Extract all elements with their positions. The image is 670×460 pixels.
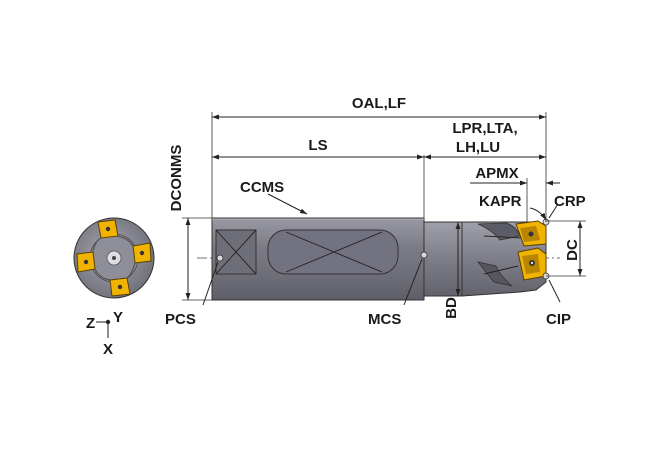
dim-dc: DC	[546, 220, 586, 277]
leader-pcs: PCS	[165, 261, 219, 328]
pcs-point	[216, 254, 224, 262]
label-pcs: PCS	[165, 311, 196, 328]
insert-upper	[515, 220, 547, 247]
dim-cip: CIP	[546, 279, 571, 328]
label-ccms: CCMS	[240, 179, 284, 196]
coordinate-axes: Z Y X	[86, 309, 123, 358]
axis-y-label: Y	[113, 309, 123, 326]
label-apmx: APMX	[475, 165, 518, 182]
mcs-point	[420, 251, 428, 259]
end-view-chip-pocket	[126, 262, 136, 279]
label-bd: BD	[443, 297, 460, 319]
dim-ls: LS	[212, 137, 424, 160]
shank-flat-small	[215, 229, 257, 275]
axis-x-label: X	[103, 341, 113, 358]
dim-bd: BD	[443, 222, 461, 319]
shank-flat-long	[267, 229, 399, 275]
dim-dconms: DCONMS	[168, 145, 212, 301]
label-crp: CRP	[554, 193, 586, 210]
label-ls: LS	[308, 137, 327, 154]
end-view-chip-pocket	[94, 268, 111, 281]
label-cip: CIP	[546, 311, 571, 328]
leader-mcs: MCS	[368, 258, 423, 328]
label-lpr-lta: LPR,LTA,	[452, 120, 517, 137]
label-dconms: DCONMS	[168, 145, 185, 212]
label-lh-lu: LH,LU	[456, 139, 500, 156]
end-view-chip-pocket	[92, 237, 102, 253]
end-view-insert-left	[76, 251, 96, 273]
label-dc: DC	[564, 239, 581, 261]
insert-lower	[517, 247, 547, 281]
leader-ccms: CCMS	[240, 179, 308, 215]
dim-kapr: KAPR	[479, 193, 547, 221]
dim-crp: CRP	[548, 193, 586, 219]
label-kapr: KAPR	[479, 193, 522, 210]
end-view	[73, 217, 155, 299]
label-mcs: MCS	[368, 311, 401, 328]
end-view-insert-top	[97, 219, 119, 239]
end-view-center-dot	[112, 256, 116, 260]
dim-oal: OAL,LF	[212, 95, 546, 120]
end-view-chip-pocket	[116, 235, 134, 247]
dim-apmx: APMX	[470, 165, 560, 186]
axis-z-label: Z	[86, 315, 95, 332]
dim-lpr: LPR,LTA, LH,LU	[424, 120, 546, 160]
end-view-insert-right	[132, 242, 152, 264]
label-oal-lf: OAL,LF	[352, 95, 406, 112]
end-view-insert-bottom	[109, 277, 131, 297]
tool-head	[423, 221, 547, 297]
